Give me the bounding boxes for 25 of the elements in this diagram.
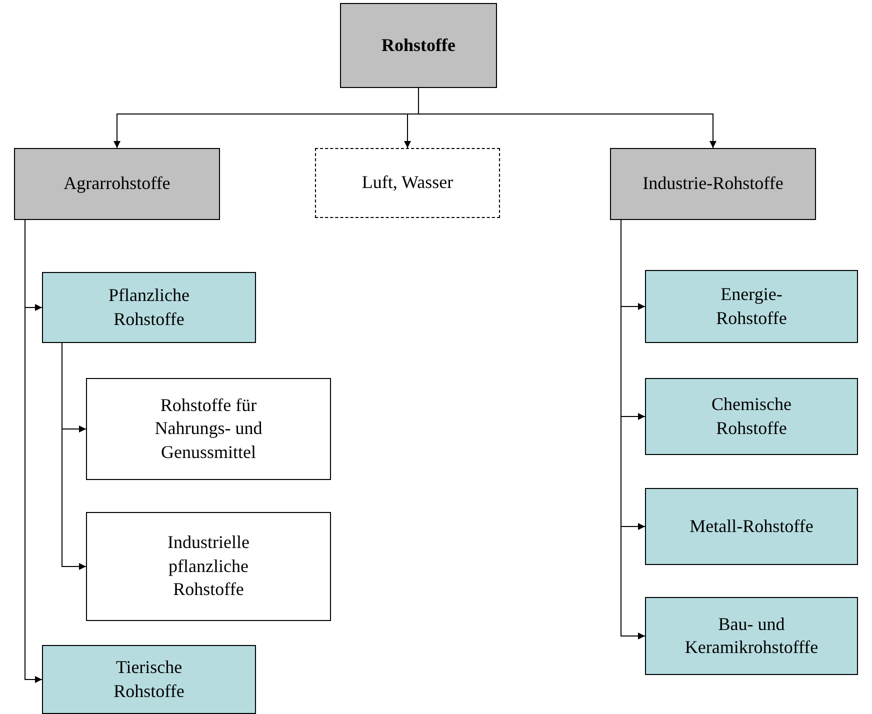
node-label: Tierische Rohstoffe: [112, 656, 186, 702]
category-box: [610, 148, 816, 220]
node-label: Rohstoffe für Nahrungs- und Genussmittel: [154, 394, 264, 464]
node-label: Pflanzliche Rohstoffe: [108, 284, 190, 330]
node-label: Energie-Rohstoffe: [715, 283, 788, 330]
node-label: Metall-Rohstoffe: [690, 514, 814, 538]
arrow: [62, 342, 86, 570]
subcategory-box: [42, 272, 256, 343]
subcategory-box: [645, 270, 858, 343]
item-box: [86, 378, 331, 480]
subcategory-box: [645, 378, 858, 455]
node-label: Industrie-Rohstoffe: [642, 172, 784, 196]
subcategory-box: [645, 597, 858, 675]
node-label: Agrarrohstoffe: [64, 172, 170, 196]
category-box: [14, 148, 220, 220]
node-label: Industrielle pflanzliche Rohstoffe: [166, 531, 250, 602]
node-label: Luft, Wasser: [362, 171, 454, 194]
node-label: Rohstoffe: [382, 34, 456, 57]
item-box: [86, 512, 331, 621]
category-box: [315, 148, 500, 218]
subcategory-box: [42, 645, 256, 714]
subcategory-box: [645, 488, 858, 565]
node-label: Bau- und Keramikrohstofffe: [684, 612, 820, 659]
category-box: [340, 3, 497, 88]
node-label: Chemische Rohstoffe: [710, 393, 792, 440]
